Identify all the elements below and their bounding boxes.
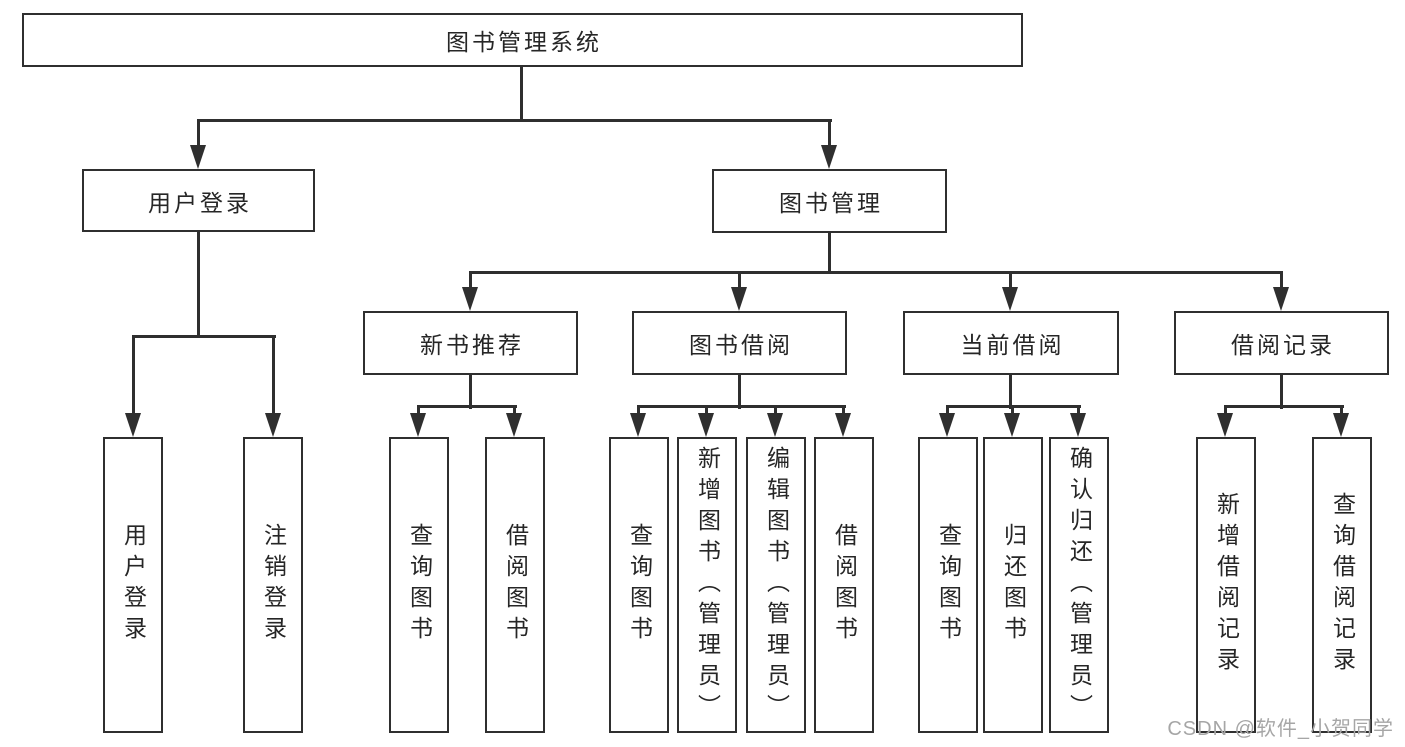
- node-label: 图书管理系统: [446, 29, 602, 55]
- node-label: 新增图书（管理员）: [694, 445, 721, 725]
- node-borrowing-records: 借阅记录: [1174, 311, 1389, 375]
- connector-line: [197, 119, 200, 149]
- node-label: 新书推荐: [420, 332, 524, 358]
- connector-line: [705, 405, 708, 414]
- node-new-book-recommend: 新书推荐: [363, 311, 578, 375]
- node-book-management: 图书管理: [712, 169, 947, 233]
- connector-line: [1280, 375, 1283, 409]
- connector-line: [417, 405, 420, 414]
- connector-line: [842, 405, 845, 414]
- node-label: 归还图书: [1000, 523, 1027, 647]
- node-label: 新增借阅记录: [1213, 492, 1240, 678]
- node-query-books-borrowing: 查询图书: [609, 437, 669, 733]
- arrowhead: [190, 145, 206, 169]
- watermark: CSDN @软件_小贺同学: [1167, 718, 1394, 740]
- connector-line: [1077, 405, 1080, 414]
- connector-line: [197, 119, 832, 122]
- node-label: 注销登录: [260, 523, 287, 647]
- node-label: 用户登录: [120, 523, 147, 647]
- node-borrow-books-leaf: 借阅图书: [814, 437, 874, 733]
- node-label: 图书借阅: [689, 332, 793, 358]
- arrowhead: [265, 413, 281, 437]
- connector-line: [637, 405, 640, 414]
- connector-line: [1009, 375, 1012, 409]
- connector-line: [946, 405, 949, 414]
- node-user-login: 用户登录: [82, 169, 315, 232]
- node-add-borrow-record: 新增借阅记录: [1196, 437, 1256, 733]
- connector-line: [828, 119, 831, 149]
- node-label: 确认归还（管理员）: [1066, 445, 1093, 725]
- connector-line: [513, 405, 516, 414]
- node-label: 当前借阅: [960, 332, 1065, 358]
- arrowhead: [410, 413, 426, 437]
- node-confirm-return-admin: 确认归还（管理员）: [1049, 437, 1109, 733]
- node-edit-books-admin: 编辑图书（管理员）: [746, 437, 806, 733]
- connector-line: [417, 405, 517, 408]
- connector-line: [197, 232, 200, 338]
- node-add-books-admin: 新增图书（管理员）: [677, 437, 737, 733]
- connector-line: [1009, 271, 1012, 289]
- node-borrow-books-recommend: 借阅图书: [485, 437, 545, 733]
- connector-line: [132, 335, 276, 338]
- node-query-books-recommend: 查询图书: [389, 437, 449, 733]
- arrowhead: [125, 413, 141, 437]
- node-current-borrowing: 当前借阅: [903, 311, 1119, 375]
- node-label: 用户登录: [148, 189, 252, 216]
- node-label: 借阅图书: [831, 523, 858, 647]
- arrowhead: [821, 145, 837, 169]
- arrowhead: [1333, 413, 1349, 437]
- arrowhead: [1070, 413, 1086, 437]
- node-label: 查询图书: [626, 523, 653, 647]
- connector-line: [738, 271, 741, 289]
- node-label: 图书管理: [779, 190, 883, 216]
- arrowhead: [731, 287, 747, 311]
- arrowhead: [835, 413, 851, 437]
- node-library-management-system: 图书管理系统: [22, 13, 1023, 67]
- connector-line: [738, 375, 741, 409]
- node-label: 查询图书: [406, 523, 433, 647]
- node-return-books: 归还图书: [983, 437, 1043, 733]
- arrowhead: [1004, 413, 1020, 437]
- node-user-login-leaf: 用户登录: [103, 437, 163, 733]
- arrowhead: [462, 287, 478, 311]
- connector-line: [469, 271, 472, 289]
- connector-line: [272, 335, 275, 415]
- arrowhead: [939, 413, 955, 437]
- connector-line: [828, 233, 831, 274]
- arrowhead: [698, 413, 714, 437]
- connector-line: [1011, 405, 1014, 414]
- connector-line: [774, 405, 777, 414]
- connector-line: [1280, 271, 1283, 289]
- arrowhead: [1273, 287, 1289, 311]
- connector-line: [1224, 405, 1227, 414]
- arrowhead: [1217, 413, 1233, 437]
- node-label: 借阅记录: [1231, 332, 1335, 358]
- connector-line: [637, 405, 846, 408]
- connector-line: [1224, 405, 1344, 408]
- node-query-books-current: 查询图书: [918, 437, 978, 733]
- connector-line: [469, 271, 1283, 274]
- node-query-borrow-record: 查询借阅记录: [1312, 437, 1372, 733]
- node-label: 查询图书: [935, 523, 962, 647]
- node-book-borrowing: 图书借阅: [632, 311, 847, 375]
- node-label: 查询借阅记录: [1329, 492, 1356, 678]
- node-label: 借阅图书: [502, 523, 529, 647]
- arrowhead: [767, 413, 783, 437]
- node-logout: 注销登录: [243, 437, 303, 733]
- connector-line: [132, 335, 135, 415]
- connector-line: [469, 375, 472, 409]
- connector-line: [520, 67, 523, 122]
- node-label: 编辑图书（管理员）: [763, 445, 790, 725]
- connector-line: [1340, 405, 1343, 414]
- arrowhead: [506, 413, 522, 437]
- arrowhead: [630, 413, 646, 437]
- arrowhead: [1002, 287, 1018, 311]
